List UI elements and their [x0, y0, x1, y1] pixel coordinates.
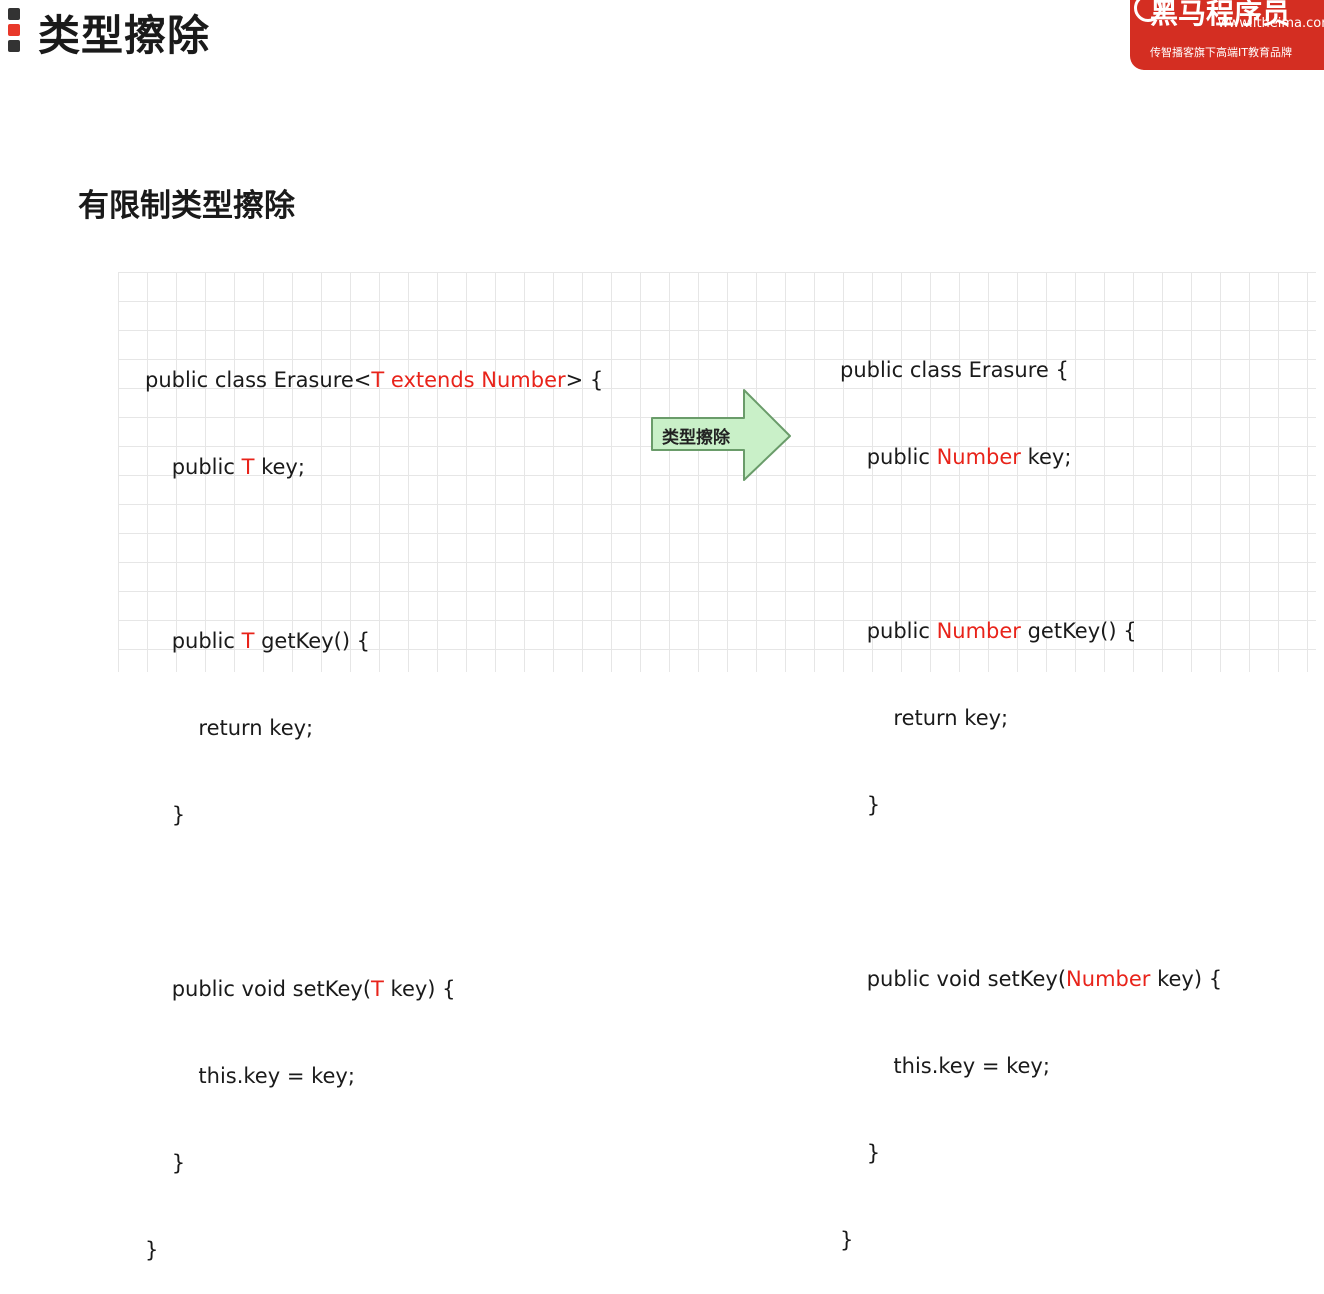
code-line-blank — [840, 530, 1222, 559]
code-text: public — [840, 619, 937, 643]
generic-code-block: public class Erasure<T extends Number> {… — [145, 308, 603, 1294]
arrow-label: 类型擦除 — [662, 428, 730, 448]
code-highlight: Number — [1066, 967, 1151, 991]
code-line: this.key = key; — [145, 1064, 355, 1088]
code-line-blank — [145, 540, 603, 569]
code-highlight: Number — [936, 445, 1021, 469]
code-line-blank — [840, 878, 1222, 907]
code-text: key) { — [383, 977, 456, 1001]
code-text: public void setKey( — [840, 967, 1067, 991]
brand-mark-icon — [1134, 0, 1162, 22]
logo-slogan: 传智播客旗下高端IT教育品牌 — [1150, 46, 1292, 59]
grid-background — [118, 272, 1316, 672]
code-text: key; — [1020, 445, 1072, 469]
code-highlight: T — [371, 977, 384, 1001]
code-line: } — [145, 803, 186, 827]
code-line: public void setKey(Number key) { — [840, 965, 1222, 994]
code-text: key; — [254, 455, 305, 479]
code-line: public T key; — [145, 453, 603, 482]
code-line: public T getKey() { — [145, 627, 603, 656]
code-line-blank — [145, 888, 603, 917]
logo-url: www.itheima.com — [1218, 16, 1324, 31]
code-highlight: T extends Number — [371, 368, 566, 392]
code-text: > { — [565, 368, 604, 392]
code-text: getKey() { — [1020, 619, 1137, 643]
code-line: this.key = key; — [840, 1054, 1050, 1078]
code-line: return key; — [145, 716, 314, 740]
code-highlight: T — [241, 455, 255, 479]
page-title: 类型擦除 — [38, 11, 211, 60]
code-highlight: Number — [936, 619, 1021, 643]
code-line: } — [840, 1228, 854, 1252]
code-text: public — [145, 455, 242, 479]
section-subtitle: 有限制类型擦除 — [78, 188, 295, 224]
code-line: return key; — [840, 706, 1009, 730]
code-line: public Number key; — [840, 443, 1222, 472]
code-line: public void setKey(T key) { — [145, 975, 603, 1004]
brand-logo: 黑马程序员 www.itheima.com 传智播客旗下高端IT教育品牌 — [1130, 0, 1324, 70]
logo-brand-text: 黑马程序员 — [1150, 0, 1291, 30]
code-text: public void setKey( — [145, 977, 372, 1001]
code-text: public — [840, 445, 937, 469]
code-line: } — [840, 1141, 881, 1165]
code-line: } — [145, 1151, 186, 1175]
code-line: public Number getKey() { — [840, 617, 1222, 646]
code-line: } — [145, 1238, 159, 1262]
code-line: public class Erasure { — [840, 358, 1069, 382]
code-text: key) { — [1150, 967, 1223, 991]
title-marker-icon — [8, 8, 22, 56]
code-text: public class Erasure< — [145, 368, 372, 392]
code-line: } — [840, 793, 881, 817]
erasure-arrow-icon — [651, 389, 791, 481]
code-highlight: T — [241, 629, 255, 653]
code-text: getKey() { — [254, 629, 371, 653]
code-text: public — [145, 629, 242, 653]
erased-code-block: public class Erasure { public Number key… — [840, 298, 1222, 1284]
code-line: public class Erasure<T extends Number> { — [145, 366, 603, 395]
